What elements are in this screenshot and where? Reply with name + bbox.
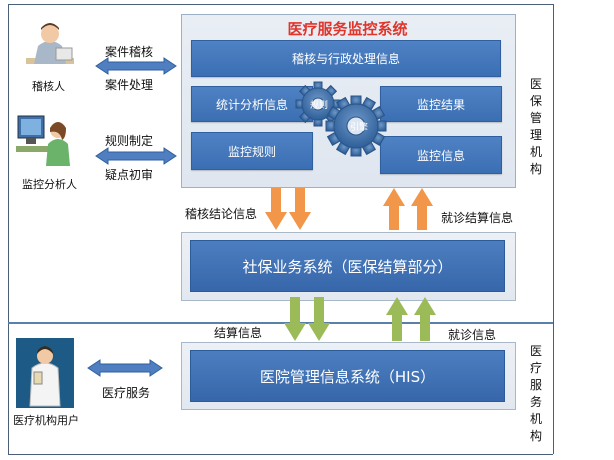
settlement-label: 结算信息 xyxy=(214,326,263,340)
auditor-name: 稽核人 xyxy=(32,80,65,93)
visit-settlement-label: 就诊结算信息 xyxy=(441,211,514,225)
visit-label: 就诊信息 xyxy=(448,328,497,342)
insurance-org-label: 医保管理机构 xyxy=(529,77,542,176)
analyst-name: 监控分析人 xyxy=(22,178,77,191)
monitor-system-title: 医疗服务监控系统 xyxy=(287,20,408,38)
stats-info-box: 统计分析信息 xyxy=(191,86,313,122)
frame-bottom-line xyxy=(8,454,553,455)
frame-left-line xyxy=(8,4,9,454)
audit-conclusion-label: 稽核结论信息 xyxy=(185,207,258,221)
gears-graphic xyxy=(295,81,387,157)
social-system-box: 社保业务系统（医保结算部分） xyxy=(190,240,505,292)
analyst-figure-icon xyxy=(16,115,70,166)
his-system-box: 医院管理信息系统（HIS） xyxy=(190,350,505,402)
gear-engine-label: 引擎 xyxy=(350,123,369,133)
auditor-figure-icon xyxy=(26,23,74,64)
frame-right-line xyxy=(553,4,554,454)
frame-top-line xyxy=(8,4,553,5)
gear-rules-label: 规则 xyxy=(310,101,329,111)
green-down-arrows xyxy=(284,297,330,341)
auditor-flow-top-label: 案件稽核 xyxy=(105,45,154,59)
analyst-flow-arrow xyxy=(95,147,177,165)
hospital-user-name: 医疗机构用户 xyxy=(13,414,79,427)
orange-down-arrows xyxy=(265,188,311,230)
hospital-flow-label: 医疗服务 xyxy=(102,386,151,400)
audit-info-box: 稽核与行政处理信息 xyxy=(191,40,501,77)
analyst-flow-top-label: 规则制定 xyxy=(105,134,154,148)
green-up-arrows xyxy=(386,297,436,341)
auditor-flow-bottom-label: 案件处理 xyxy=(105,78,154,92)
monitor-info-box: 监控信息 xyxy=(380,136,502,174)
hospital-flow-arrow xyxy=(87,359,163,377)
monitor-rules-box: 监控规则 xyxy=(191,132,313,170)
large-gear-icon xyxy=(325,95,387,157)
analyst-flow-bottom-label: 疑点初审 xyxy=(105,168,154,182)
orange-up-arrows xyxy=(383,188,433,230)
zone-divider-line xyxy=(8,322,553,324)
monitor-result-box: 监控结果 xyxy=(380,86,502,122)
hospital-user-figure-icon xyxy=(16,338,74,408)
medical-org-label: 医疗服务机构 xyxy=(529,344,542,443)
auditor-flow-arrow xyxy=(95,57,177,75)
